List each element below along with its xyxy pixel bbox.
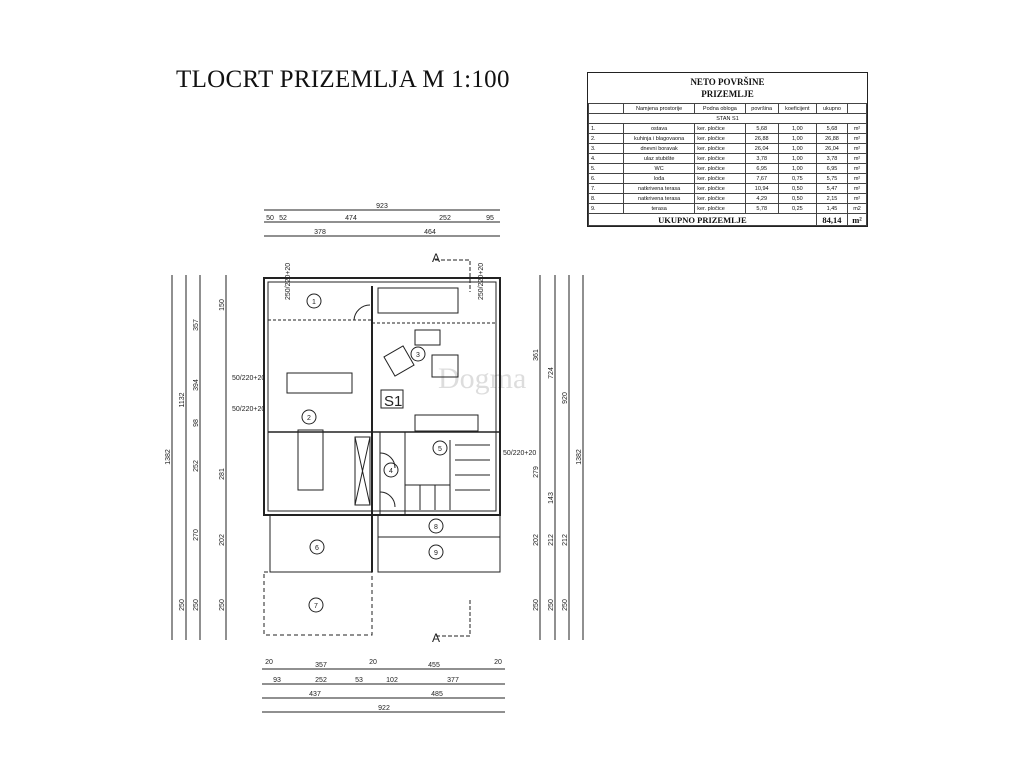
- door-swing: [379, 452, 396, 469]
- opening-label: 50/220+20: [232, 375, 265, 382]
- sofa: [377, 287, 459, 314]
- dimension: 250: [548, 599, 555, 611]
- dimension: 143: [548, 492, 555, 504]
- dining-counter: [414, 414, 479, 432]
- opening-label: 250/220+20: [478, 263, 485, 300]
- dimension: 1132: [179, 392, 186, 407]
- inner-wall-line: [267, 281, 497, 512]
- dimension: 250: [533, 599, 540, 611]
- drawing-title: TLOCRT PRIZEMLJA M 1:100: [176, 66, 510, 93]
- dimension: 485: [431, 691, 443, 698]
- table-subtitle: PRIZEMLJE: [701, 89, 754, 99]
- room-number: 4: [389, 468, 393, 475]
- dimension: 377: [447, 677, 459, 684]
- section-marker-top: A: [432, 251, 440, 265]
- dimension: 1382: [165, 449, 172, 465]
- dimension: 281: [219, 468, 226, 480]
- outer-wall: [263, 277, 501, 516]
- dimension: 102: [386, 677, 398, 684]
- door-swing: [353, 304, 371, 321]
- dimension: 250: [193, 599, 200, 611]
- area-table: NETO POVRŠINE PRIZEMLJE Namjena prostori…: [587, 72, 868, 227]
- covered-terrace: [263, 571, 373, 636]
- dimension: 20: [369, 659, 377, 666]
- dimension: 455: [428, 662, 440, 669]
- dimension: 93: [273, 677, 281, 684]
- dimension: 437: [309, 691, 321, 698]
- dimension: 95: [486, 215, 494, 222]
- dimension: 270: [193, 529, 200, 541]
- dimension: 202: [533, 534, 540, 546]
- dimension: 250: [562, 599, 569, 611]
- opening-label: 50/220+20: [232, 406, 265, 413]
- dimension: 20: [494, 659, 502, 666]
- dimension: 394: [193, 379, 200, 391]
- dimension: 50: [266, 215, 274, 222]
- coffee-table: [414, 329, 441, 346]
- dimension: 474: [345, 215, 357, 222]
- door-swing: [379, 491, 396, 508]
- dimension: 252: [315, 677, 327, 684]
- room-number: 2: [307, 415, 311, 422]
- dimension: 250: [219, 599, 226, 611]
- table-title: NETO POVRŠINE: [690, 77, 765, 87]
- total-unit: m²: [847, 213, 867, 226]
- dimension: 252: [193, 460, 200, 472]
- room-number: 8: [434, 524, 438, 531]
- section-marker-bottom: A: [432, 631, 440, 645]
- dimension: 361: [533, 349, 540, 361]
- void: [354, 436, 371, 506]
- dimension: 922: [378, 705, 390, 712]
- dimension: 920: [562, 392, 569, 404]
- room-number: 6: [315, 545, 319, 552]
- stairs: [405, 440, 490, 510]
- section-line: [435, 259, 471, 292]
- dining-table: [297, 429, 324, 491]
- dimension: 378: [314, 229, 326, 236]
- dimension: 464: [424, 229, 436, 236]
- dimension: 150: [219, 299, 226, 311]
- dimension: 724: [548, 367, 555, 379]
- dimension: 98: [193, 419, 200, 427]
- dimension: 279: [533, 466, 540, 478]
- room-number: 9: [434, 550, 438, 557]
- kitchen-island: [286, 372, 353, 394]
- dimension: 1382: [576, 449, 583, 465]
- loggia: [269, 514, 373, 573]
- armchair: [431, 354, 459, 378]
- dimension: 212: [562, 534, 569, 546]
- room-number: 3: [416, 352, 420, 359]
- dimension: 250: [179, 599, 186, 611]
- dimension: 53: [355, 677, 363, 684]
- dimension: 252: [439, 215, 451, 222]
- armchair: [383, 345, 415, 377]
- room-number: 1: [312, 299, 316, 306]
- opening-label: 250/220+20: [285, 263, 292, 300]
- dimension: 923: [376, 203, 388, 210]
- area-table-header: NETO POVRŠINE PRIZEMLJE: [588, 73, 867, 103]
- unit-label: S1: [384, 393, 402, 410]
- room-number: 7: [314, 603, 318, 610]
- section-line: [435, 600, 471, 637]
- total-value: 84,14: [815, 213, 849, 226]
- dimension: 52: [279, 215, 287, 222]
- dimension: 357: [193, 319, 200, 331]
- dimension: 212: [548, 534, 555, 546]
- opening-label: 50/220+20: [503, 450, 536, 457]
- watermark: Dogma: [438, 362, 526, 395]
- room-number: 5: [438, 446, 442, 453]
- dimension: 20: [265, 659, 273, 666]
- terrace: [377, 514, 501, 573]
- dimension: 202: [219, 534, 226, 546]
- dimension: 357: [315, 662, 327, 669]
